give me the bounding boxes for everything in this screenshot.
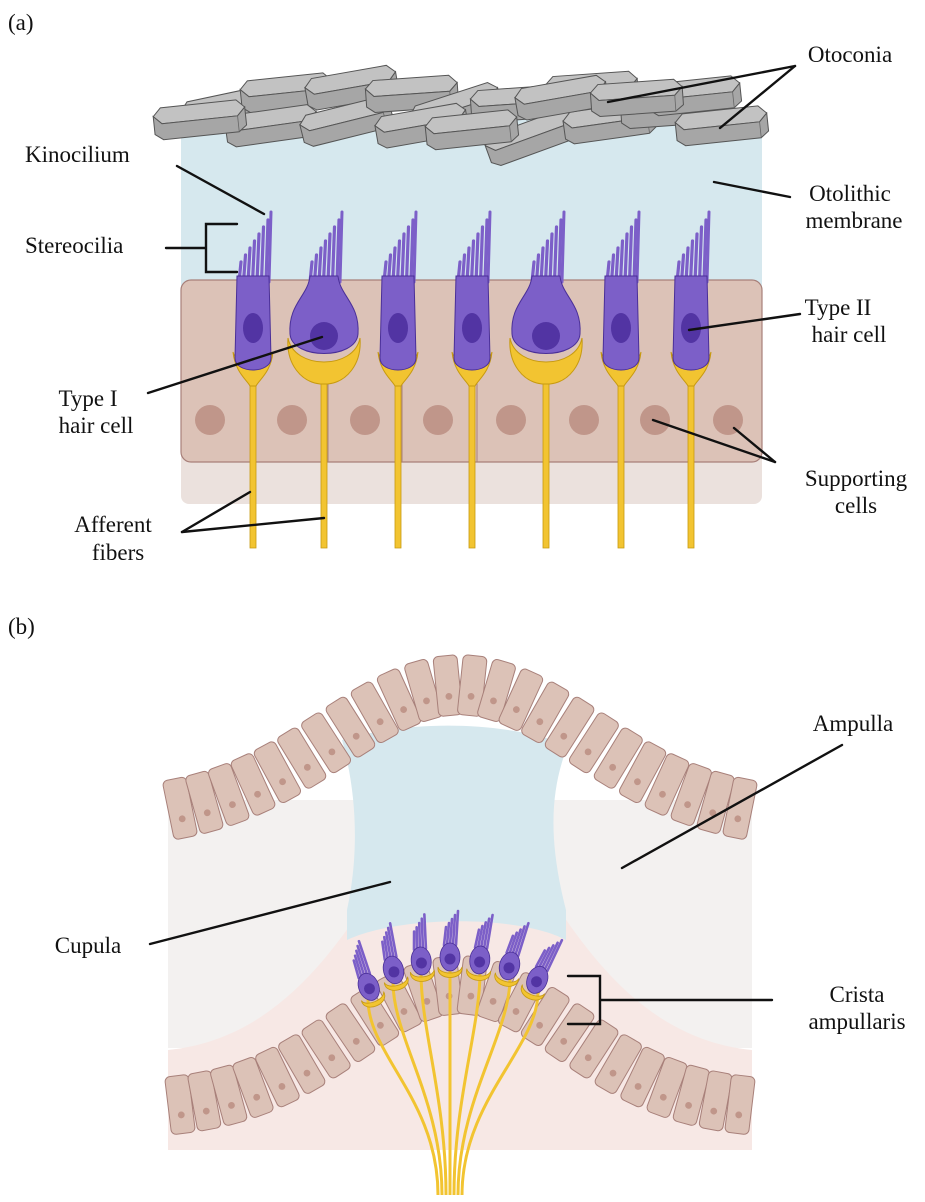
label-supporting-2: cells	[835, 493, 877, 518]
supporting-cell-nucleus	[423, 405, 453, 435]
stereocilium	[704, 220, 706, 282]
cupula	[342, 726, 568, 940]
panel-a	[152, 64, 769, 548]
panel-b	[162, 655, 758, 1195]
label-kinocilium: Kinocilium	[25, 142, 130, 167]
label-otolithic-1: Otolithic	[809, 181, 891, 206]
label-stereocilia: Stereocilia	[25, 233, 123, 258]
afferent-fiber	[469, 360, 475, 548]
panel-a-tag: (a)	[8, 10, 34, 35]
hair-cell-nucleus	[532, 322, 560, 350]
supporting-cell-nucleus	[195, 405, 225, 435]
supporting-cell-nucleus	[496, 405, 526, 435]
label-supporting-1: Supporting	[805, 466, 908, 491]
stereocilium	[328, 234, 330, 282]
label-afferent-2: fibers	[92, 540, 144, 565]
afferent-fiber	[543, 380, 549, 548]
hair-cell-nucleus	[611, 313, 631, 343]
hair-cell-nucleus	[310, 322, 338, 350]
afferent-fiber	[250, 360, 256, 548]
stereocilium	[634, 220, 636, 282]
label-otolithic-2: membrane	[805, 208, 902, 233]
stereocilium	[266, 220, 268, 282]
label-otoconia: Otoconia	[808, 42, 892, 67]
stereocilium	[485, 220, 487, 282]
stereocilium	[333, 227, 335, 282]
stereocilium	[337, 220, 339, 282]
stereocilium	[402, 234, 404, 282]
supporting-cell-nucleus	[569, 405, 599, 435]
supporting-cell-nucleus	[350, 405, 380, 435]
stereocilium	[700, 227, 702, 282]
stereocilium	[630, 227, 632, 282]
stereocilium	[481, 227, 483, 282]
stereocilium	[407, 227, 409, 282]
label-afferent-1: Afferent	[74, 512, 152, 537]
stereocilium	[695, 234, 697, 282]
kinocilium	[637, 212, 639, 282]
supporting-cell-nucleus	[277, 405, 307, 435]
stereocilium	[411, 220, 413, 282]
kinocilium	[488, 212, 490, 282]
afferent-fiber	[395, 360, 401, 548]
label-type2-2: hair cell	[812, 322, 887, 347]
label-cupula: Cupula	[55, 933, 121, 958]
hair-cell-nucleus	[243, 313, 263, 343]
stereocilium	[559, 220, 561, 282]
afferent-fiber	[321, 380, 327, 548]
label-type2-1: Type II	[805, 295, 872, 320]
crista-hair-nucleus	[445, 954, 456, 965]
label-crista-1: Crista	[830, 982, 885, 1007]
kinocilium	[562, 212, 564, 282]
stereocilium	[257, 234, 259, 282]
kinocilium	[707, 212, 709, 282]
kinocilium	[269, 212, 271, 282]
stereocilium	[555, 227, 557, 282]
kinocilium	[340, 212, 342, 282]
stereocilium	[625, 234, 627, 282]
kinocilium	[414, 212, 416, 282]
afferent-fiber	[618, 360, 624, 548]
stereocilium	[550, 234, 552, 282]
label-type1-2: hair cell	[59, 413, 134, 438]
afferent-fiber	[688, 360, 694, 548]
panel-b-tag: (b)	[8, 614, 35, 639]
hair-cell-nucleus	[462, 313, 482, 343]
hair-cell-nucleus	[388, 313, 408, 343]
label-type1-1: Type I	[58, 386, 117, 411]
stereocilium	[476, 234, 478, 282]
label-ampulla: Ampulla	[813, 711, 894, 736]
label-crista-2: ampullaris	[808, 1009, 905, 1034]
stereocilium	[262, 227, 264, 282]
otoconium-crystal	[590, 79, 684, 117]
